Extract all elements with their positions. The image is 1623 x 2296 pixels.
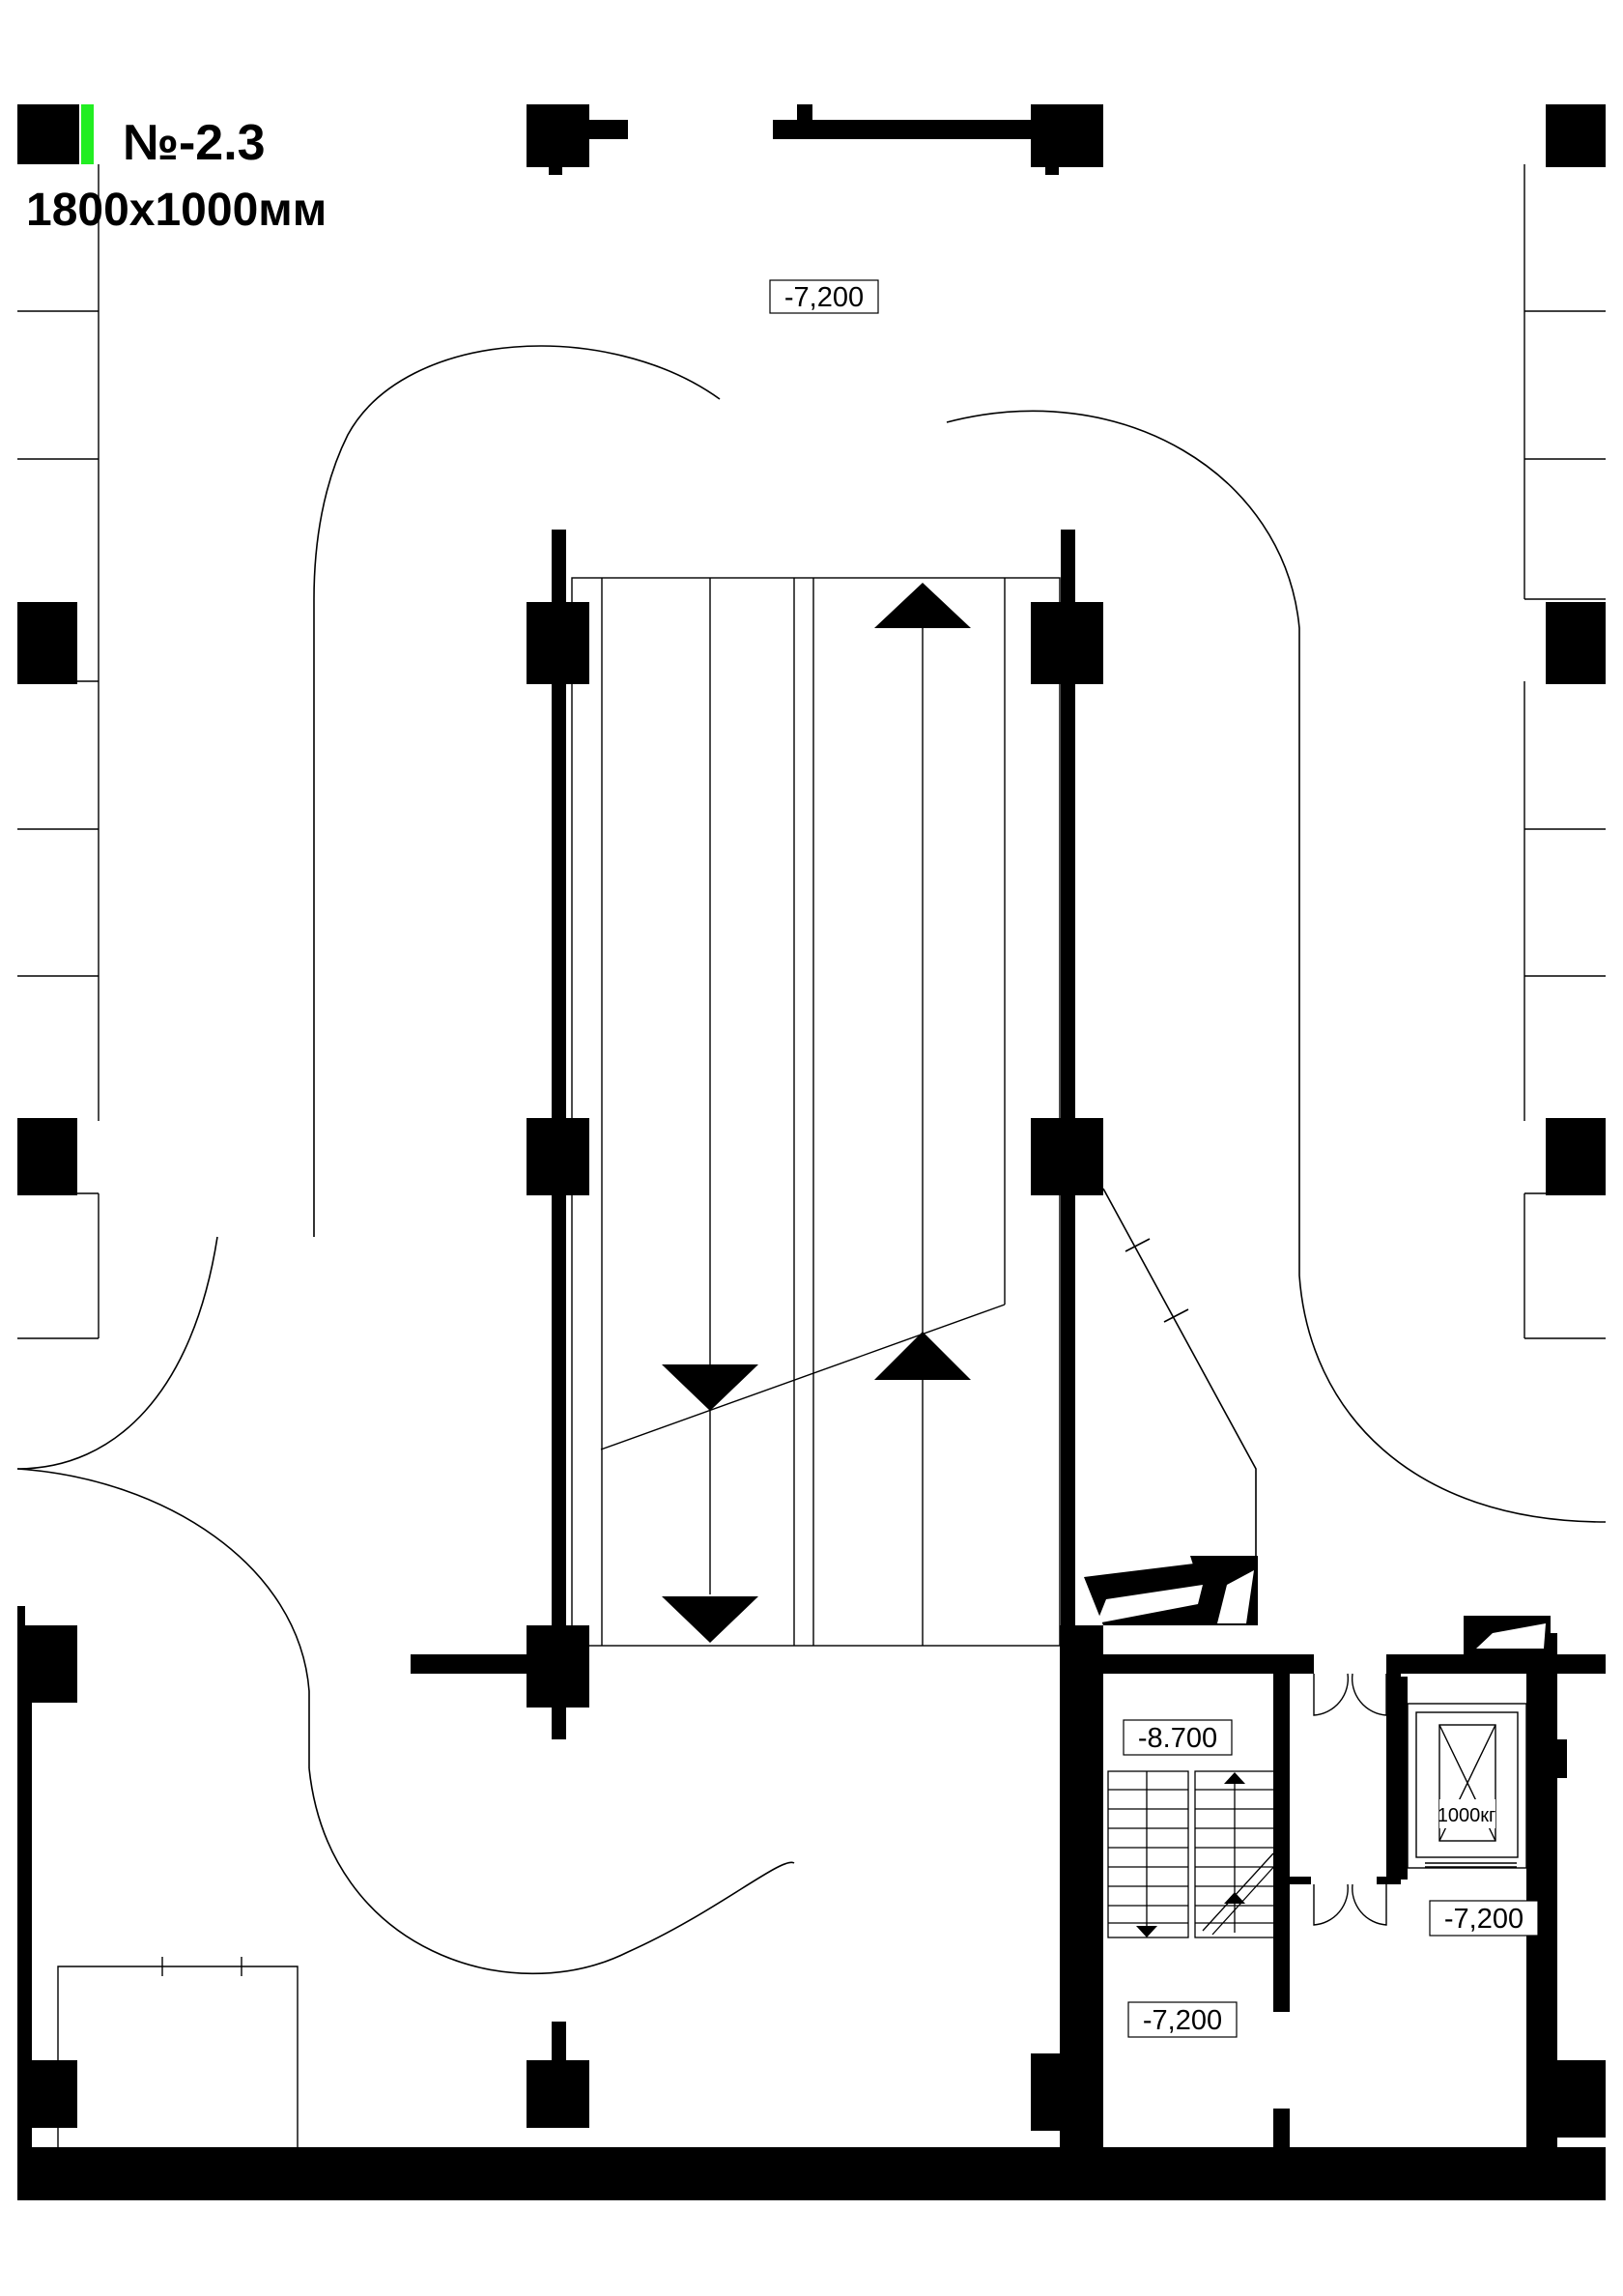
ramp-exit-wall bbox=[1102, 1188, 1257, 1556]
level-label-stair-landing: -8.700 bbox=[1123, 1719, 1233, 1756]
highlight-marker-green bbox=[81, 104, 94, 164]
stairs bbox=[1107, 1770, 1278, 1938]
parking-number: №-2.3 bbox=[123, 115, 266, 171]
level-label-stair-landing-text: -8.700 bbox=[1138, 1723, 1217, 1754]
level-label-stair-bottom-text: -7,200 bbox=[1143, 2005, 1222, 2036]
stair-arrow-down-icon bbox=[1136, 1926, 1157, 1937]
ramp bbox=[571, 577, 1061, 1647]
structure bbox=[17, 104, 1606, 2200]
hood-cutouts bbox=[1096, 1570, 1546, 1649]
elevator-capacity: 1000кг bbox=[1438, 1799, 1496, 1828]
elevator-cab-icon bbox=[1407, 1703, 1527, 1869]
level-label-top: -7,200 bbox=[769, 279, 879, 314]
level-label-lift-lobby-text: -7,200 bbox=[1444, 1904, 1523, 1935]
stair-arrow-up-icon bbox=[1224, 1772, 1245, 1784]
level-label-top-text: -7,200 bbox=[784, 282, 864, 313]
level-label-lift-lobby: -7,200 bbox=[1429, 1900, 1539, 1937]
parking-size: 1800x1000мм bbox=[26, 185, 327, 236]
parking-bays-right bbox=[1523, 164, 1606, 1339]
aisle-curves bbox=[16, 345, 1607, 1975]
highlight-marker bbox=[17, 104, 79, 164]
ramp-arrow-up-icon bbox=[874, 1332, 971, 1380]
double-door-swing-icon bbox=[1313, 1883, 1387, 1926]
storage-room bbox=[57, 1957, 299, 2147]
ramp-arrow-up-icon bbox=[874, 583, 971, 628]
stair-arrow-up-icon bbox=[1224, 1892, 1245, 1904]
elevator-capacity-text: 1000кг bbox=[1438, 1805, 1496, 1826]
ramp-arrow-down-icon bbox=[662, 1596, 758, 1643]
ramp-arrow-down-icon bbox=[662, 1364, 758, 1411]
level-label-stair-bottom: -7,200 bbox=[1127, 2001, 1238, 2038]
double-door-swing-icon bbox=[1313, 1673, 1387, 1716]
